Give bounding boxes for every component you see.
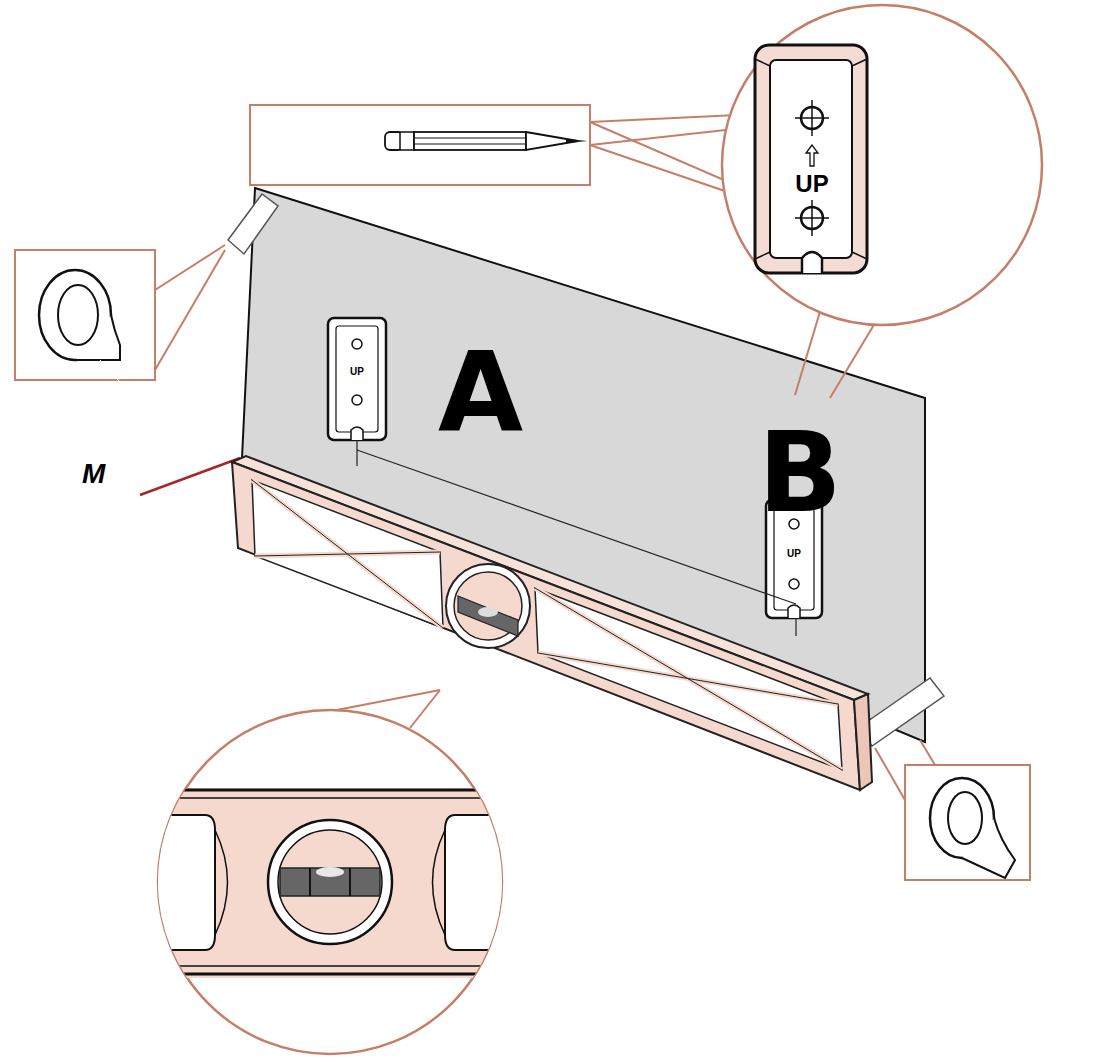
- leader-line: [140, 458, 240, 495]
- bracket-callout: [722, 5, 1042, 398]
- tape-strip: [228, 194, 278, 254]
- bracket-a: [328, 318, 386, 440]
- bracket-letter: A: [438, 338, 523, 448]
- pencil-callout: [250, 105, 798, 216]
- tape-callout: [15, 245, 225, 382]
- up-marking: UP: [787, 549, 801, 559]
- up-marking: UP: [350, 367, 364, 377]
- part-name: M: [82, 460, 105, 488]
- tape-callout: [875, 740, 1030, 880]
- bracket-letter: B: [758, 418, 842, 528]
- level-callout: [150, 690, 510, 1054]
- up-marking: UP: [795, 172, 828, 196]
